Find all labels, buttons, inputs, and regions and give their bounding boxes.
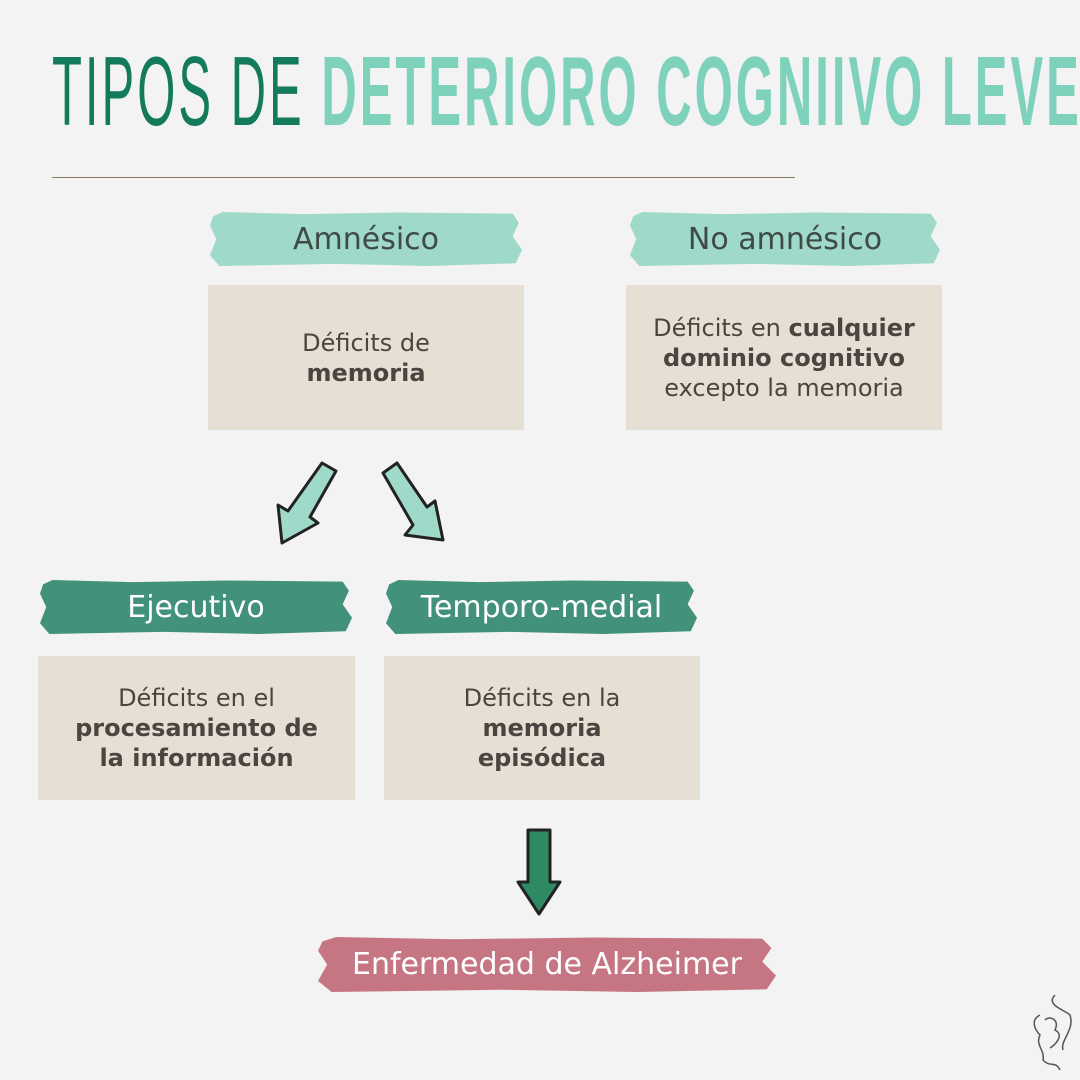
box-text-bold: cualquier <box>788 313 915 342</box>
title-part2: DETERIORO COGNIIVO LEVE <box>321 36 1080 146</box>
box-text-bold: la información <box>99 744 294 772</box>
box-text-bold: procesamiento de <box>75 714 318 742</box>
box-text-bold: memoria <box>306 358 426 387</box>
box-text: Déficits en <box>653 313 789 342</box>
page-title: TIPOS DE DETERIORO COGNIIVO LEVE <box>52 42 1080 140</box>
label-text: Amnésico <box>292 221 440 257</box>
label-amnesico: Amnésico <box>210 212 522 266</box>
box-text: Déficits de <box>302 328 430 357</box>
label-alzheimer: Enfermedad de Alzheimer <box>318 937 776 992</box>
label-ejecutivo: Ejecutivo <box>40 580 352 634</box>
face-line-art-logo <box>1033 994 1072 1071</box>
label-no-amnesico: No amnésico <box>630 212 940 266</box>
arrow-down-right-icon <box>381 461 445 542</box>
box-text: excepto la memoria <box>664 373 904 402</box>
label-text: No amnésico <box>687 221 883 257</box>
label-text: Temporo-medial <box>420 589 663 625</box>
box-text: Déficits en la <box>463 684 621 712</box>
label-text: Enfermedad de Alzheimer <box>352 947 742 982</box>
box-text: Déficits en el <box>118 684 275 712</box>
box-text-bold: episódica <box>477 744 607 772</box>
box-text-bold: memoria <box>482 714 602 742</box>
title-part1: TIPOS DE <box>52 36 305 146</box>
box-text-bold: dominio cognitivo <box>662 343 906 372</box>
arrow-down-left-icon <box>276 461 338 545</box>
divider <box>52 177 795 178</box>
label-temporo-medial: Temporo-medial <box>386 580 697 634</box>
label-text: Ejecutivo <box>127 589 265 625</box>
arrow-down-icon <box>516 828 562 916</box>
